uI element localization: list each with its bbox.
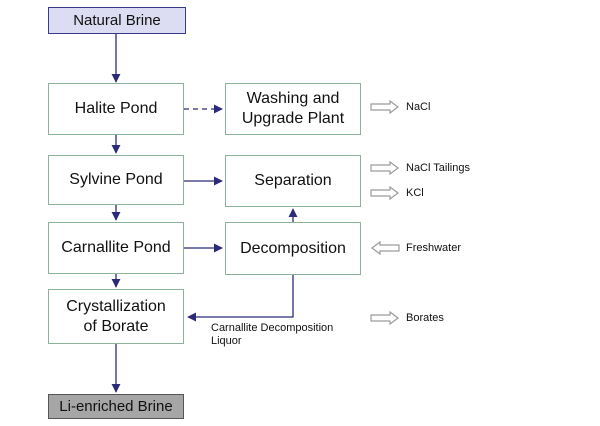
node-halite-pond-label: Halite Pond [74,100,158,117]
connector-label-liquor: Carnallite Decomposition Liquor [211,322,334,347]
node-washing-plant-label: Washing and Upgrade Plant [241,90,345,127]
input-label-freshwater: Freshwater [406,242,462,254]
node-natural-brine-label: Natural Brine [73,11,161,29]
node-crystallization-label: Crystallization of Borate [66,297,166,335]
node-washing-plant: Washing and Upgrade Plant [225,83,361,135]
node-crystallization-of-borate: Crystallization of Borate [48,289,184,344]
node-li-enriched-brine: Li-enriched Brine [48,394,184,419]
node-separation: Separation [225,155,361,207]
node-halite-pond: Halite Pond [48,83,184,135]
hollow-arrow-left-icon [371,241,400,255]
node-natural-brine: Natural Brine [48,7,186,34]
node-carnallite-pond-label: Carnallite Pond [61,239,171,256]
arrow-decomposition-liquor-to-crystallization [187,275,294,322]
hollow-arrow-right-icon [370,100,399,114]
node-sylvine-pond: Sylvine Pond [48,155,184,205]
hollow-arrow-right-icon [370,186,399,200]
node-carnallite-pond: Carnallite Pond [48,222,184,274]
node-sylvine-pond-label: Sylvine Pond [69,171,163,188]
hollow-arrow-right-icon [370,161,399,175]
node-separation-label: Separation [254,172,332,189]
node-li-enriched-brine-label: Li-enriched Brine [59,397,173,415]
node-decomposition-label: Decomposition [240,239,346,257]
output-label-nacl: NaCl [406,101,431,113]
output-label-kcl: KCl [406,187,424,199]
hollow-arrow-right-icon [370,311,399,325]
output-label-borates: Borates [406,312,444,324]
output-label-nacl-tailings: NaCl Tailings [406,162,470,174]
node-decomposition: Decomposition [225,222,361,275]
